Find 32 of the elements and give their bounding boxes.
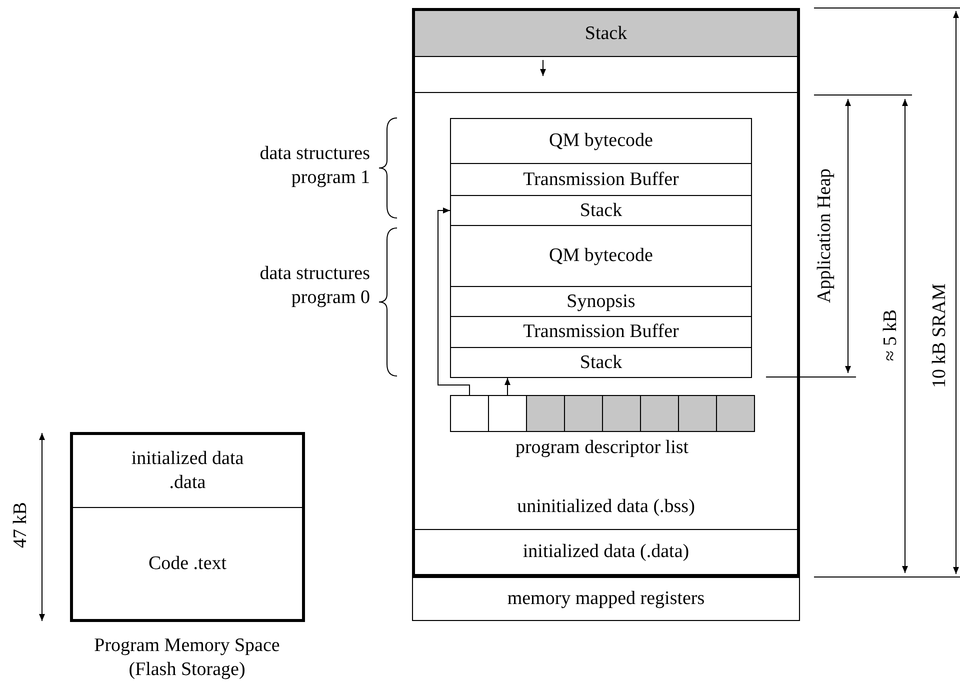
memory-block: QM bytecode bbox=[450, 118, 752, 164]
list-cell bbox=[678, 395, 717, 432]
dimension-label: ≈ 5 kB bbox=[879, 308, 902, 363]
memory-frame bbox=[70, 432, 305, 622]
memory-region: Stack bbox=[415, 11, 797, 57]
memory-block: Transmission Buffer bbox=[450, 316, 752, 348]
brace-label: data structures program 0 bbox=[258, 262, 370, 310]
memory-block: Stack bbox=[450, 195, 752, 226]
memory-region: initialized data (.data) bbox=[415, 530, 797, 574]
memory-region: Code .text bbox=[73, 508, 302, 619]
list-cell bbox=[450, 395, 489, 432]
pointer-arrow bbox=[438, 208, 470, 396]
memory-block: QM bytecode bbox=[450, 225, 752, 287]
region-label: uninitialized data (.bss) bbox=[516, 495, 696, 519]
dimension-label: 47 kB bbox=[9, 501, 32, 550]
list-cell bbox=[640, 395, 679, 432]
memory-block: Transmission Buffer bbox=[450, 163, 752, 196]
brace-label: data structures program 1 bbox=[258, 142, 370, 190]
list-caption: program descriptor list bbox=[514, 436, 690, 460]
list-cell bbox=[602, 395, 641, 432]
memory-frame bbox=[412, 8, 800, 577]
memory-region: memory mapped registers bbox=[412, 577, 800, 621]
dimension-label: Application Heap bbox=[813, 168, 836, 306]
pointer-arrow bbox=[504, 378, 510, 396]
list-cell bbox=[716, 395, 755, 432]
memory-block: Synopsis bbox=[450, 286, 752, 317]
list-cell bbox=[564, 395, 603, 432]
memory-block: Stack bbox=[450, 347, 752, 378]
caption-text: Program Memory Space (Flash Storage) bbox=[93, 634, 281, 682]
list-cell bbox=[526, 395, 565, 432]
memory-region: initialized data .data bbox=[73, 435, 302, 508]
dimension-label: 10 kB SRAM bbox=[928, 282, 952, 390]
